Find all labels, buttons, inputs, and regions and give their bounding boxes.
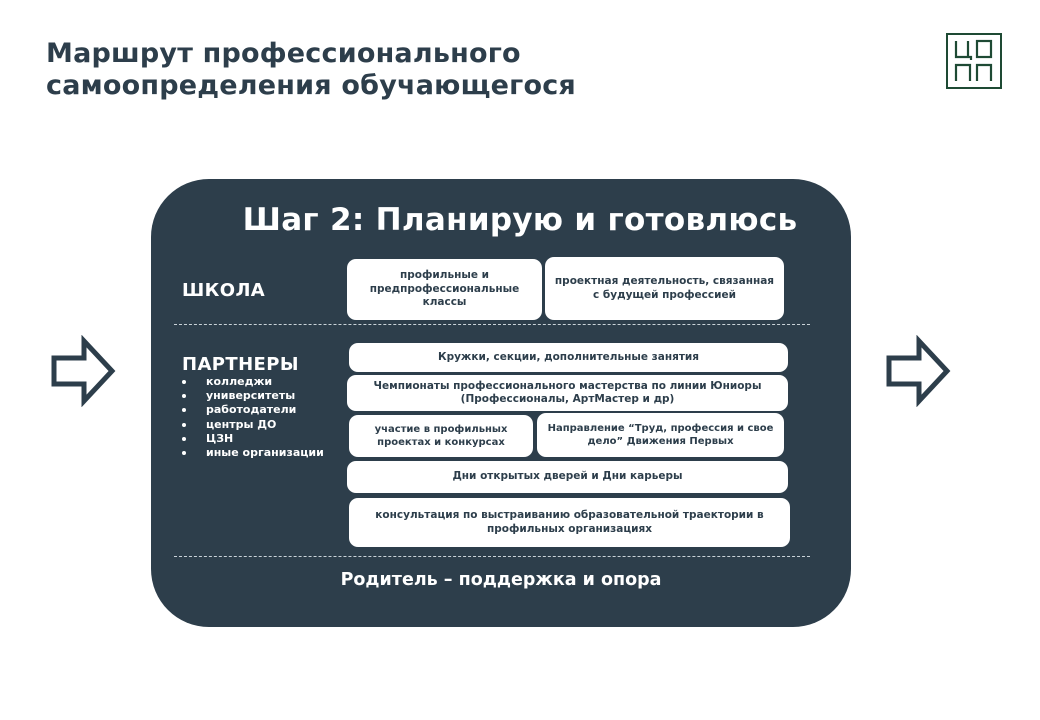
partner-item-open-days: Дни открытых дверей и Дни карьеры <box>347 461 788 493</box>
left-arrow-icon <box>50 334 118 411</box>
divider-bottom <box>174 556 810 557</box>
page-title-line-1: Маршрут профессионального <box>46 38 521 69</box>
copp-logo-icon <box>946 33 1002 89</box>
copp-logo-glyphs <box>954 39 993 81</box>
partner-list-item: ЦЗН <box>180 432 324 446</box>
step-title: Шаг 2: Планирую и готовлюсь <box>242 202 798 238</box>
school-label: ШКОЛА <box>182 280 266 301</box>
divider-top <box>174 324 810 325</box>
page-title-line-2: самоопределения обучающегося <box>46 70 576 101</box>
partner-item-consultation: консультация по выстраиванию образовател… <box>349 498 790 547</box>
partner-item-clubs: Кружки, секции, дополнительные занятия <box>349 343 788 372</box>
partners-label: ПАРТНЕРЫ <box>182 354 299 375</box>
partner-item-movement-first: Направление “Труд, профессия и свое дело… <box>537 413 784 457</box>
partner-list: колледжи университеты работодатели центр… <box>180 375 324 460</box>
parent-support-text: Родитель – поддержка и опора <box>340 570 662 590</box>
partner-item-projects: участие в профильных проектах и конкурса… <box>349 415 533 457</box>
partner-list-item: работодатели <box>180 403 324 417</box>
school-item-profile-classes: профильные и предпрофессиональные классы <box>347 259 542 320</box>
partner-list-item: университеты <box>180 389 324 403</box>
partner-list-item: иные организации <box>180 446 324 460</box>
school-item-project-activity: проектная деятельность, связанная с буду… <box>545 257 784 320</box>
partner-list-item: колледжи <box>180 375 324 389</box>
right-arrow-icon <box>885 334 953 411</box>
partner-item-championships: Чемпионаты профессионального мастерства … <box>347 375 788 411</box>
page-title: Маршрут профессионального самоопределени… <box>46 38 576 102</box>
partner-list-item: центры ДО <box>180 418 324 432</box>
